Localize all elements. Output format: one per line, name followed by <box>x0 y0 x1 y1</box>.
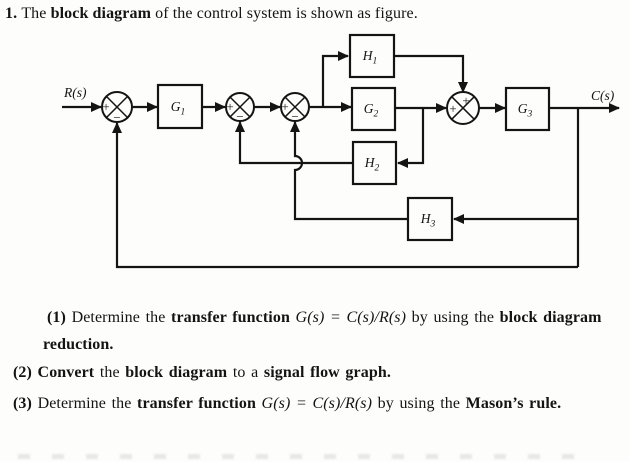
block-g3 <box>504 86 551 132</box>
question-2: (2) Convert the block diagram to a signa… <box>13 364 391 382</box>
h3-subscript: 3 <box>430 220 436 230</box>
input-signal-label: R(s) <box>63 85 87 100</box>
line-branch-to-h1 <box>321 51 349 107</box>
block-g1 <box>156 83 204 130</box>
q3-bold-1: transfer function <box>137 395 262 412</box>
q1-text-2: by using the <box>406 309 500 326</box>
block-diagram: + − + − + − + + G1 H1 G2 H2 G3 H3 R(s) C… <box>62 33 620 269</box>
line-h1-to-sum4 <box>394 54 468 93</box>
sum1-sign-left: + <box>102 99 109 114</box>
output-signal-label: C(s) <box>591 88 615 103</box>
question-3: (3) Determine the transfer function G(s)… <box>13 395 561 413</box>
page-title: 1. The block diagram of the control syst… <box>5 5 418 23</box>
q2-number: (2) Convert <box>13 364 95 381</box>
title-text-2: of the control system is shown as figure… <box>151 5 418 22</box>
h2-symbol: H <box>364 155 376 170</box>
block-h3 <box>406 196 454 242</box>
q3-number: (3) <box>13 395 38 412</box>
q2-text-1: the <box>94 364 126 381</box>
title-number: 1. <box>5 5 22 22</box>
sum2-sign-left: + <box>226 99 233 114</box>
g3-symbol: G <box>518 101 528 116</box>
block-h2-label: H2 <box>364 155 380 174</box>
block-h3-label: H3 <box>420 211 436 230</box>
g1-symbol: G <box>171 99 181 114</box>
summing-junction-3-cross <box>284 96 306 118</box>
scan-artifact <box>18 454 593 459</box>
sum2-sign-bottom: − <box>236 109 243 124</box>
g1-subscript: 1 <box>181 108 186 118</box>
title-text-1: The <box>21 5 51 22</box>
sum1-sign-bottom: − <box>113 110 120 125</box>
sum4-sign-left: + <box>449 101 456 116</box>
line-outer-feedback <box>112 122 578 269</box>
q3-math: G(s) = C(s)/R(s) <box>261 395 373 412</box>
sum3-sign-bottom: − <box>291 109 298 124</box>
g2-symbol: G <box>364 101 374 116</box>
q1-bold-1: transfer function <box>171 309 296 326</box>
g3-subscript: 3 <box>527 110 533 120</box>
question-1-continuation: reduction. <box>43 336 113 354</box>
q2-bold-2: signal flow graph. <box>263 364 391 381</box>
q3-text-1: Determine the <box>37 395 138 412</box>
h1-symbol: H <box>362 48 374 63</box>
block-g2-label: G2 <box>364 101 379 120</box>
block-g1-label: G1 <box>171 99 186 118</box>
h2-subscript: 2 <box>375 164 380 174</box>
sum3-sign-left: + <box>281 99 288 114</box>
block-g3-label: G3 <box>518 101 533 120</box>
summing-junction-1-cross <box>105 95 129 119</box>
block-h2 <box>351 140 398 186</box>
q1-number: (1) <box>47 309 72 326</box>
q1-math: G(s) = C(s)/R(s) <box>295 309 407 326</box>
g2-subscript: 2 <box>374 110 379 120</box>
h1-subscript: 1 <box>373 57 378 67</box>
q1-bold-2: block diagram <box>499 309 602 326</box>
q2-bold-1: block diagram <box>125 364 228 381</box>
block-h1 <box>348 33 396 79</box>
q1b-bold: reduction. <box>43 336 114 353</box>
summing-junction-2-cross <box>229 96 251 118</box>
question-1: (1) Determine the transfer function G(s)… <box>47 309 602 327</box>
line-h3-to-sum3 <box>290 121 408 221</box>
q2-text-2: to a <box>227 364 264 381</box>
h3-symbol: H <box>420 211 432 226</box>
q1-text-1: Determine the <box>71 309 172 326</box>
q3-bold-2: Mason’s rule. <box>465 395 562 412</box>
block-g2 <box>350 86 397 132</box>
block-h1-label: H1 <box>362 48 378 67</box>
title-bold-1: block diagram <box>50 5 152 22</box>
line-h2-to-sum2 <box>235 121 353 165</box>
sum4-sign-top: + <box>462 93 469 108</box>
summing-junction-4-cross <box>451 96 475 120</box>
q3-text-2: by using the <box>372 395 466 412</box>
line-branch-to-h2 <box>397 108 425 168</box>
